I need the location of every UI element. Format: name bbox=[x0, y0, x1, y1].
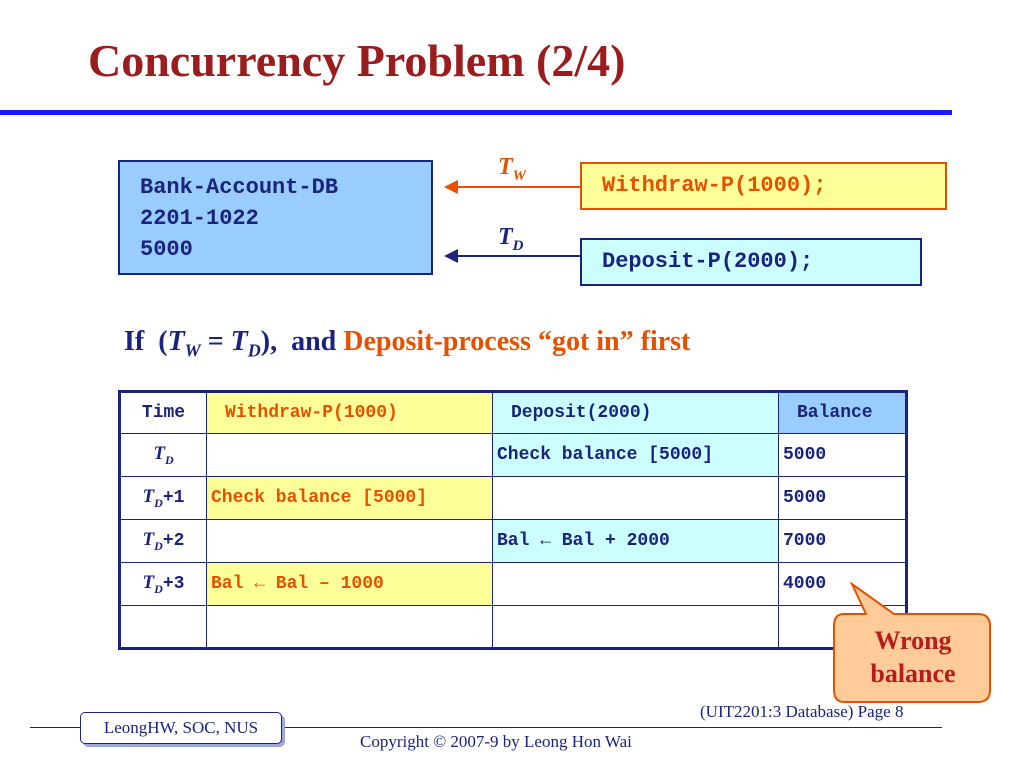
table-row: TD+2 Bal ← Bal + 2000 7000 bbox=[119, 519, 907, 563]
header-withdraw: Withdraw-P(1000) bbox=[206, 391, 493, 434]
td-label: TD bbox=[498, 224, 524, 254]
db-balance: 5000 bbox=[140, 237, 193, 262]
footer-rule-left bbox=[30, 727, 80, 728]
deposit-arrow-icon bbox=[444, 249, 580, 263]
withdraw-cell: Bal ← Bal – 1000 bbox=[206, 562, 493, 606]
condition-highlight: Deposit-process “got in” first bbox=[343, 326, 691, 357]
header-time: Time bbox=[119, 391, 207, 434]
condition-line: If (TW = TD), and Deposit-process “got i… bbox=[124, 326, 691, 361]
schedule-table: Time Withdraw-P(1000) Deposit(2000) Bala… bbox=[118, 390, 908, 650]
deposit-cell: Check balance [5000] bbox=[492, 433, 779, 477]
db-name: Bank-Account-DB bbox=[140, 175, 339, 200]
withdraw-process-box: Withdraw-P(1000); bbox=[580, 162, 947, 210]
header-deposit: Deposit(2000) bbox=[492, 391, 779, 434]
tw-label: TW bbox=[498, 154, 527, 184]
withdraw-cell bbox=[206, 433, 493, 477]
footer-page-number: (UIT2201:3 Database) Page 8 bbox=[700, 702, 904, 721]
title-rule bbox=[0, 110, 952, 115]
footer-copyright: Copyright © 2007-9 by Leong Hon Wai bbox=[360, 732, 632, 751]
withdraw-cell: Check balance [5000] bbox=[206, 476, 493, 520]
table-row: TD+3 Bal ← Bal – 1000 4000 bbox=[119, 562, 907, 606]
wrong-balance-callout bbox=[833, 582, 991, 703]
deposit-cell bbox=[492, 476, 779, 520]
table-row bbox=[119, 605, 907, 649]
withdraw-arrow-icon bbox=[444, 180, 580, 194]
table-row: TD+1 Check balance [5000] 5000 bbox=[119, 476, 907, 520]
deposit-cell: Bal ← Bal + 2000 bbox=[492, 519, 779, 563]
deposit-cell bbox=[492, 605, 779, 649]
slide-title: Concurrency Problem (2/4) bbox=[88, 35, 626, 86]
footer-rule-right bbox=[282, 727, 942, 728]
time-cell: TD+3 bbox=[119, 562, 207, 606]
balance-cell: 5000 bbox=[778, 476, 907, 520]
bank-account-db-box: Bank-Account-DB 2201-1022 5000 bbox=[118, 160, 433, 275]
process-arrows bbox=[444, 180, 580, 263]
time-cell: TD+2 bbox=[119, 519, 207, 563]
balance-cell: 7000 bbox=[778, 519, 907, 563]
callout-text: Wrong balance bbox=[870, 626, 956, 688]
footer-author-box: LeongHW, SOC, NUS bbox=[80, 712, 282, 744]
header-balance: Balance bbox=[778, 391, 907, 434]
deposit-process-box: Deposit-P(2000); bbox=[580, 238, 922, 286]
time-cell bbox=[119, 605, 207, 649]
withdraw-cell bbox=[206, 605, 493, 649]
deposit-cell bbox=[492, 562, 779, 606]
balance-cell: 4000 bbox=[778, 562, 907, 606]
balance-cell: 5000 bbox=[778, 433, 907, 477]
withdraw-cell bbox=[206, 519, 493, 563]
time-cell: TD+1 bbox=[119, 476, 207, 520]
table-header-row: Time Withdraw-P(1000) Deposit(2000) Bala… bbox=[119, 391, 907, 434]
time-cell: TD bbox=[119, 433, 207, 477]
table-row: TD Check balance [5000] 5000 bbox=[119, 433, 907, 477]
db-account: 2201-1022 bbox=[140, 206, 259, 231]
